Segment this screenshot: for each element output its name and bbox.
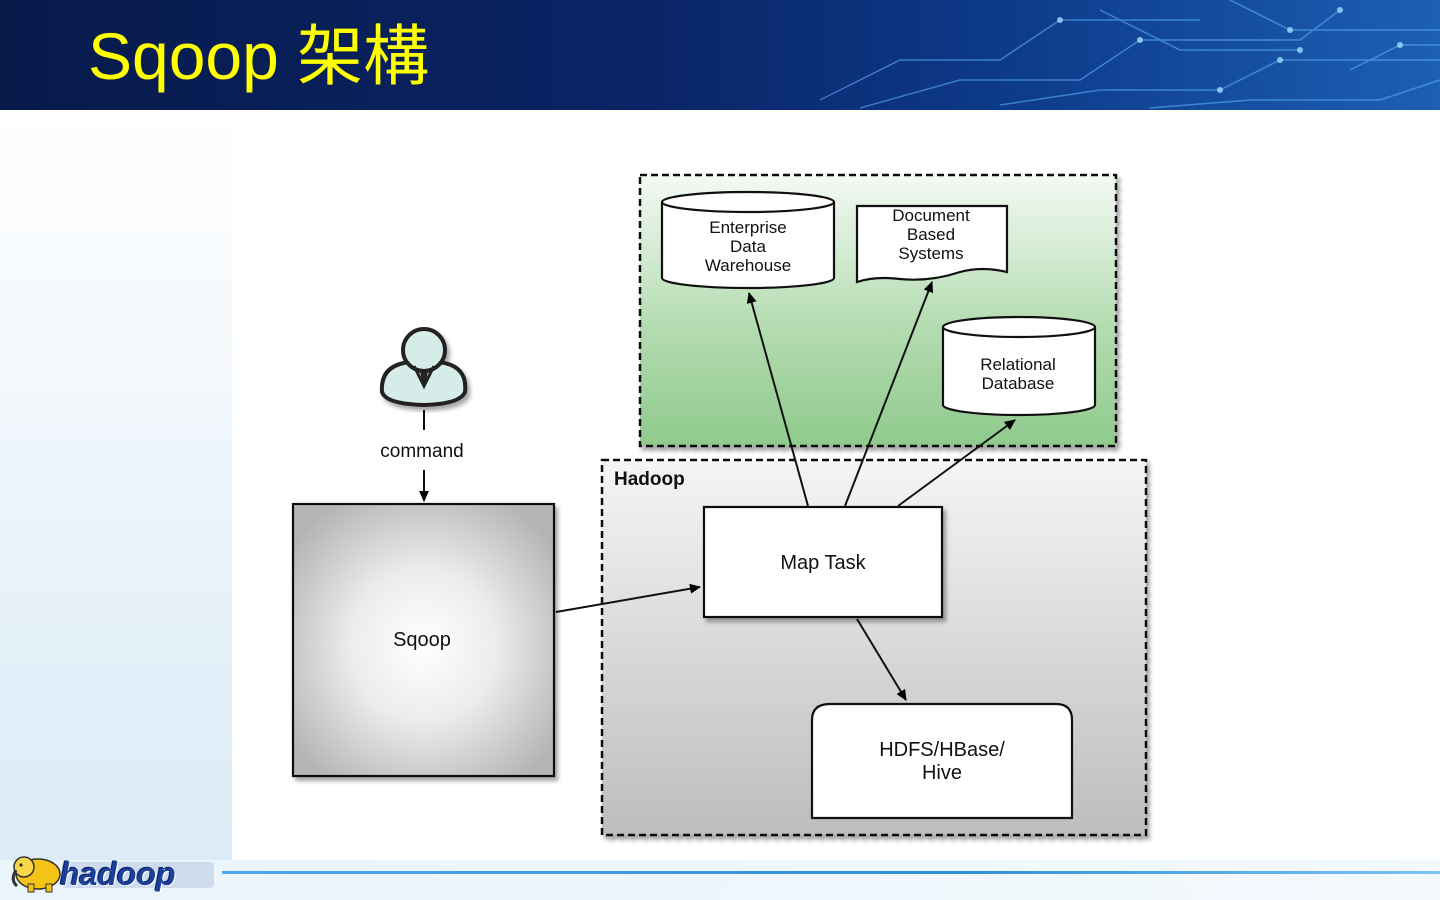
circuit-decoration <box>819 0 1440 109</box>
left-background-fade <box>0 110 232 862</box>
slide-title: Sqoop 架構 <box>88 19 430 93</box>
hadoop-logo-text: hadoop <box>60 856 176 892</box>
title-bar: Sqoop 架構 <box>0 0 1440 110</box>
edw-label-line3: Warehouse <box>705 256 791 275</box>
hdfs-label-line1: HDFS/HBase/ <box>879 739 1005 761</box>
maptask-to-hdfs-arrow <box>856 618 907 701</box>
hdfs-hbase-hive-store <box>810 702 1074 820</box>
edw-label-line1: Enterprise <box>709 218 786 237</box>
maptask-to-edw-arrow <box>746 292 809 507</box>
rdb-label-line2: Database <box>982 374 1055 393</box>
footer-rule <box>222 871 1440 874</box>
relational-database-db: Relational Database <box>941 315 1097 417</box>
map-task-label: Map Task <box>780 552 866 574</box>
sqoop-to-maptask-arrow <box>555 583 701 613</box>
footer-band <box>0 860 1440 900</box>
elephant-icon <box>11 856 61 893</box>
doc-label-line3: Systems <box>898 244 963 263</box>
hdfs-label-line2: Hive <box>922 762 962 784</box>
rdb-label-line1: Relational <box>980 355 1056 374</box>
maptask-to-rdb-arrow <box>897 419 1016 507</box>
doc-label-line1: Document <box>892 206 970 225</box>
map-task-box <box>702 505 944 619</box>
command-label: command <box>380 441 463 462</box>
doc-label-line2: Based <box>907 225 955 244</box>
hadoop-label: Hadoop <box>614 469 685 490</box>
sqoop-box <box>291 502 556 778</box>
enterprise-data-warehouse-db: Enterprise Data Warehouse <box>660 190 836 290</box>
maptask-to-docs-arrow <box>844 281 934 507</box>
document-based-systems: Document Based Systems <box>855 204 1009 284</box>
hadoop-logo <box>11 856 214 893</box>
user-icon <box>379 327 468 408</box>
edw-label-line2: Data <box>730 237 766 256</box>
sqoop-label: Sqoop <box>393 629 451 651</box>
